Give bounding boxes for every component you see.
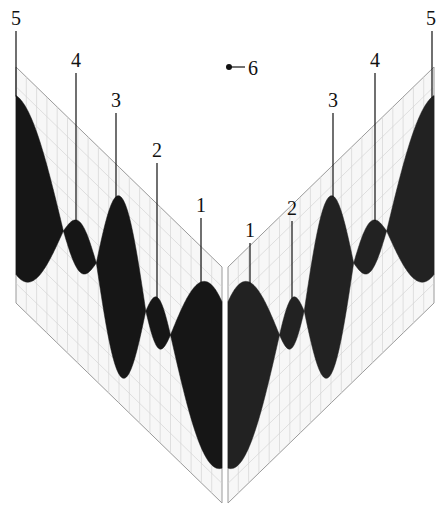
leader-line (115, 113, 116, 198)
leader-line (291, 221, 292, 299)
leader-line (431, 31, 432, 98)
wave-envelope (16, 96, 222, 469)
callout-number: 4 (71, 49, 81, 71)
callout-number: 5 (11, 7, 21, 29)
panel-plane (16, 67, 222, 503)
callout-number: 1 (245, 219, 255, 241)
callout-number: 2 (152, 139, 162, 161)
callout-number: 6 (248, 57, 258, 79)
callout-number: 3 (111, 89, 121, 111)
leader-line (332, 113, 333, 197)
wave-envelope (228, 96, 434, 469)
right-panel (228, 67, 434, 503)
leader-line (374, 73, 375, 221)
panel-plane (228, 67, 434, 503)
leader-line (200, 218, 201, 283)
leader-lines (16, 31, 432, 299)
callout-number: 3 (328, 89, 338, 111)
callout-number: 1 (196, 194, 206, 216)
leader-line (15, 31, 16, 97)
left-panel (16, 67, 222, 503)
callout-number: 5 (426, 7, 436, 29)
leader-line (75, 73, 76, 221)
callout-number: 4 (370, 49, 380, 71)
leader-line (249, 243, 250, 283)
leader-line (229, 66, 245, 67)
callout-number: 2 (287, 197, 297, 219)
leader-line (156, 163, 157, 298)
